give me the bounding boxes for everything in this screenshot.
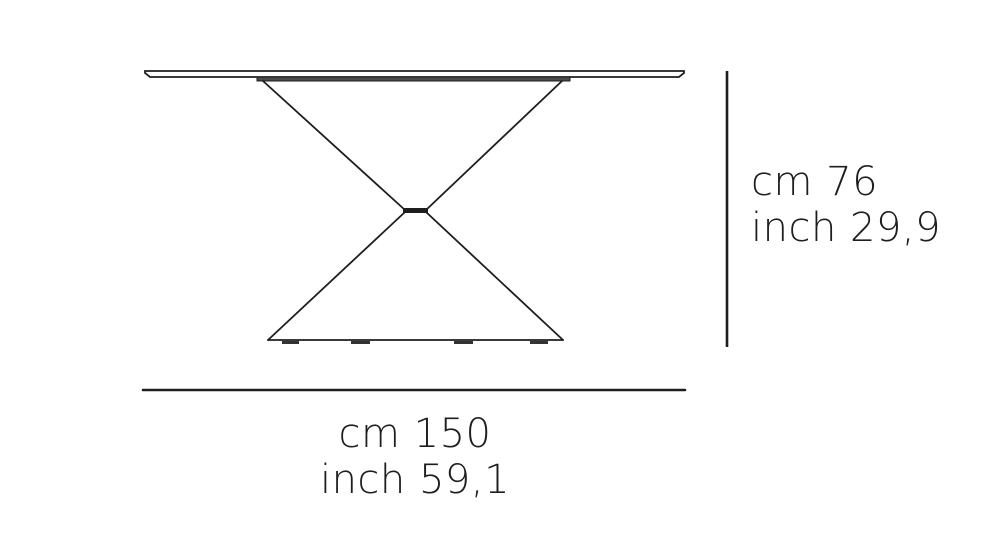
height-dimension-label: cm 76 inch 29,9 [751,159,941,251]
width-cm-text: cm 150 [338,411,492,457]
height-inch-text: inch 29,9 [751,205,942,251]
feet [282,341,548,344]
mounting-plate [256,76,571,82]
foot-1 [282,341,299,344]
x-base [262,80,564,341]
height-cm-text: cm 76 [751,159,879,205]
foot-4 [530,341,548,344]
foot-3 [454,341,473,344]
width-inch-text: inch 59,1 [319,457,511,503]
foot-2 [351,341,370,344]
center-joint [403,208,428,213]
tabletop [144,70,685,78]
width-dimension-label: cm 150 inch 59,1 [300,411,530,503]
